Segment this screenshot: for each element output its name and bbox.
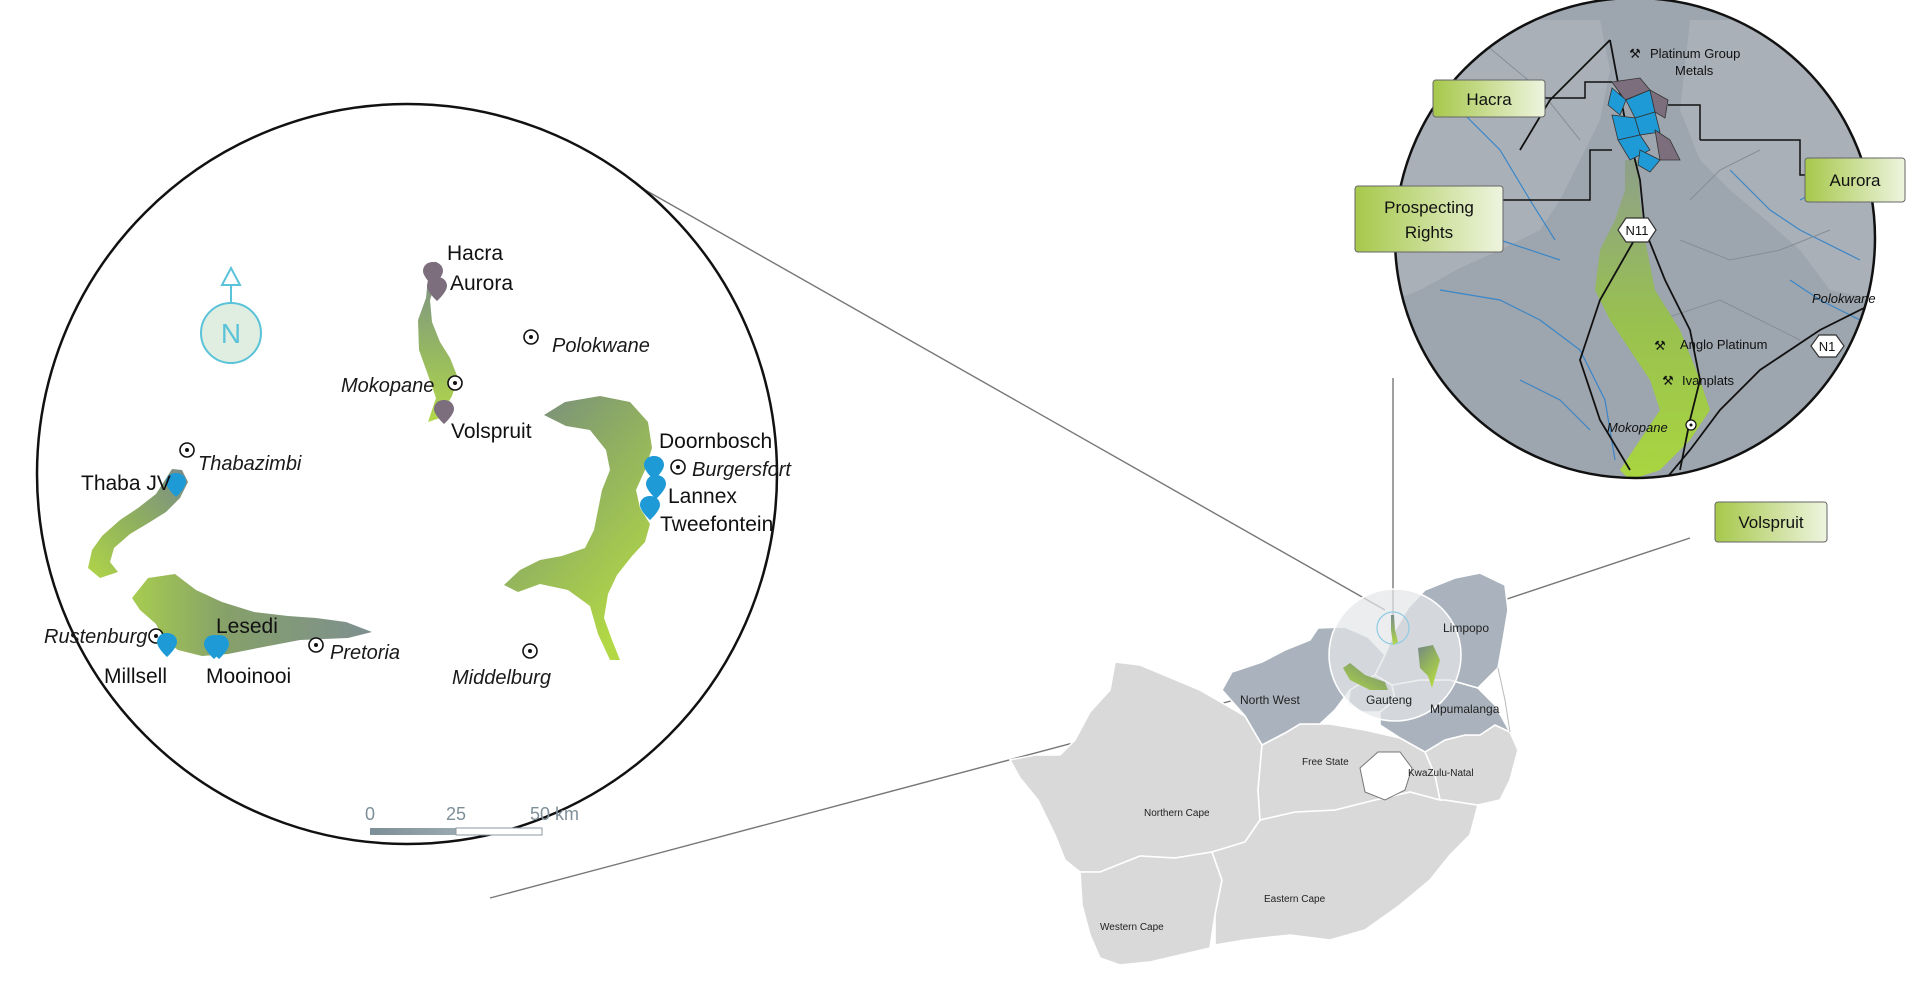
callout-label: Prospecting bbox=[1384, 198, 1474, 217]
bushveld-western-limb bbox=[88, 469, 188, 578]
province-label-kwazulu-natal: KwaZulu-Natal bbox=[1408, 768, 1474, 779]
mine-thaba-jv: Thaba JV bbox=[81, 472, 186, 497]
mine-volspruit: Volspruit bbox=[434, 400, 532, 443]
town-polokwane: Polokwane bbox=[523, 329, 650, 357]
province-label-gauteng: Gauteng bbox=[1366, 693, 1412, 707]
mini-bushveld-west bbox=[1343, 663, 1388, 690]
callout-label: Aurora bbox=[1829, 171, 1881, 190]
scale-label: 25 bbox=[446, 804, 466, 824]
town-label: Thabazimbi bbox=[198, 453, 302, 475]
mine-mooinooi: Mooinooi bbox=[206, 665, 291, 688]
mine-lesedi: Lesedi bbox=[204, 615, 278, 659]
mozambique-border-strip bbox=[1497, 667, 1511, 733]
town-middelburg: Middelburg bbox=[452, 643, 551, 689]
detail-map-panel: ⚒ ⚒ ⚒ N11 N1 Platinum Group Metals Anglo… bbox=[1354, 0, 1906, 543]
detail-label-pgm: Platinum Group bbox=[1650, 46, 1740, 61]
detail-label-mokopane: Mokopane bbox=[1607, 420, 1668, 435]
town-burgersfort: Burgersfort bbox=[670, 459, 792, 481]
province-label-north-west: North West bbox=[1240, 693, 1300, 707]
mine-label: Hacra bbox=[447, 242, 503, 265]
map-pin-icon bbox=[640, 496, 660, 520]
mini-bushveld-east bbox=[1418, 645, 1440, 688]
town-pretoria: Pretoria bbox=[308, 637, 400, 664]
province-label-northern-cape: Northern Cape bbox=[1144, 808, 1210, 819]
bushveld-southern-limb bbox=[132, 574, 372, 656]
bushveld-eastern-limb bbox=[504, 396, 652, 660]
detail-label-anglo: Anglo Platinum bbox=[1680, 337, 1767, 352]
callout-label: Hacra bbox=[1466, 90, 1512, 109]
province-label-limpopo: Limpopo bbox=[1443, 621, 1489, 635]
callout-leaders bbox=[1503, 81, 1805, 201]
town-marker-icon bbox=[1885, 295, 1895, 305]
north-arrow-letter: N bbox=[221, 318, 241, 349]
detail-label-polokwane: Polokwane bbox=[1812, 291, 1876, 306]
mine-label: Millsell bbox=[104, 665, 167, 688]
mine-label: Aurora bbox=[450, 272, 513, 295]
province-label-mpumalanga: Mpumalanga bbox=[1430, 702, 1500, 716]
map-pin-icon bbox=[157, 633, 177, 657]
province-labels: Limpopo North West Gauteng Mpumalanga Fr… bbox=[1100, 621, 1500, 933]
town-label: Burgersfort bbox=[692, 459, 792, 481]
mine-millsell: Millsell bbox=[104, 633, 177, 688]
mine-pick-icon: ⚒ bbox=[1662, 373, 1674, 388]
lesotho-region bbox=[1359, 751, 1413, 801]
mine-label: Doornbosch bbox=[659, 430, 772, 453]
callout-box-prospecting-rights: Prospecting Rights bbox=[1354, 185, 1504, 253]
callout-box-hacra: Hacra bbox=[1432, 79, 1546, 118]
town-label: Rustenburg bbox=[44, 626, 147, 648]
scale-bar: 0 25 50 km bbox=[365, 804, 579, 836]
callout-box-volspruit: Volspruit bbox=[1714, 501, 1828, 543]
town-mokopane: Mokopane bbox=[341, 375, 463, 397]
mine-label: Volspruit bbox=[451, 420, 532, 443]
map-pin-icon bbox=[209, 635, 229, 659]
mine-doornbosch: Doornbosch bbox=[644, 430, 772, 480]
large-map-panel: Polokwane Mokopane Thabazimbi Burgersfor… bbox=[35, 102, 792, 846]
mine-pick-icon: ⚒ bbox=[1654, 338, 1666, 353]
detail-bushveld-limb bbox=[1595, 160, 1710, 478]
callout-label: Rights bbox=[1405, 223, 1453, 242]
map-pin-icon bbox=[427, 277, 447, 301]
north-arrow: N bbox=[200, 265, 262, 364]
map-pin-icon bbox=[646, 475, 666, 499]
mine-label: Tweefontein bbox=[660, 513, 773, 536]
callout-box-aurora: Aurora bbox=[1804, 157, 1906, 203]
mine-label: Lesedi bbox=[216, 615, 278, 638]
mine-label: Thaba JV bbox=[81, 472, 171, 495]
town-rustenburg: Rustenburg bbox=[44, 626, 164, 648]
province-label-free-state: Free State bbox=[1302, 757, 1349, 768]
detail-label-ivanplats: Ivanplats bbox=[1682, 373, 1735, 388]
mine-aurora: Aurora bbox=[427, 272, 513, 301]
town-markers: Polokwane Mokopane Thabazimbi Burgersfor… bbox=[44, 329, 792, 689]
north-arrow-icon bbox=[220, 265, 242, 286]
mine-label: Mooinooi bbox=[206, 665, 291, 688]
mine-pick-icon: ⚒ bbox=[1629, 46, 1641, 61]
province-label-western-cape: Western Cape bbox=[1100, 922, 1164, 933]
zoom-circle-small bbox=[1328, 588, 1462, 722]
road-shield-n1: N1 bbox=[1810, 334, 1845, 358]
road-shield-n11: N11 bbox=[1617, 217, 1657, 243]
map-pin-icon bbox=[434, 400, 454, 424]
province-label-eastern-cape: Eastern Cape bbox=[1264, 894, 1326, 905]
town-label: Pretoria bbox=[330, 642, 400, 664]
scale-label: 50 km bbox=[530, 804, 579, 824]
scale-label: 0 bbox=[365, 804, 375, 824]
mini-bushveld-north bbox=[1391, 615, 1398, 645]
town-label: Mokopane bbox=[341, 375, 434, 397]
road-label: N1 bbox=[1819, 339, 1836, 354]
road-label: N11 bbox=[1626, 223, 1649, 238]
town-thabazimbi: Thabazimbi bbox=[179, 442, 302, 475]
mine-tweefontein: Tweefontein bbox=[640, 496, 773, 536]
mine-markers: Hacra Aurora Volspruit Doornbosch Lannex… bbox=[81, 242, 773, 688]
western-cape-region bbox=[1079, 851, 1223, 966]
town-label: Middelburg bbox=[452, 667, 551, 689]
town-label: Polokwane bbox=[552, 335, 650, 357]
lease-blocks bbox=[1607, 77, 1681, 173]
map-pin-icon bbox=[166, 473, 186, 497]
callout-label: Volspruit bbox=[1738, 513, 1803, 532]
map-pin-icon bbox=[644, 456, 664, 480]
mine-lannex: Lannex bbox=[646, 475, 737, 508]
detail-label-pgm: Metals bbox=[1675, 63, 1714, 78]
mine-label: Lannex bbox=[668, 485, 737, 508]
